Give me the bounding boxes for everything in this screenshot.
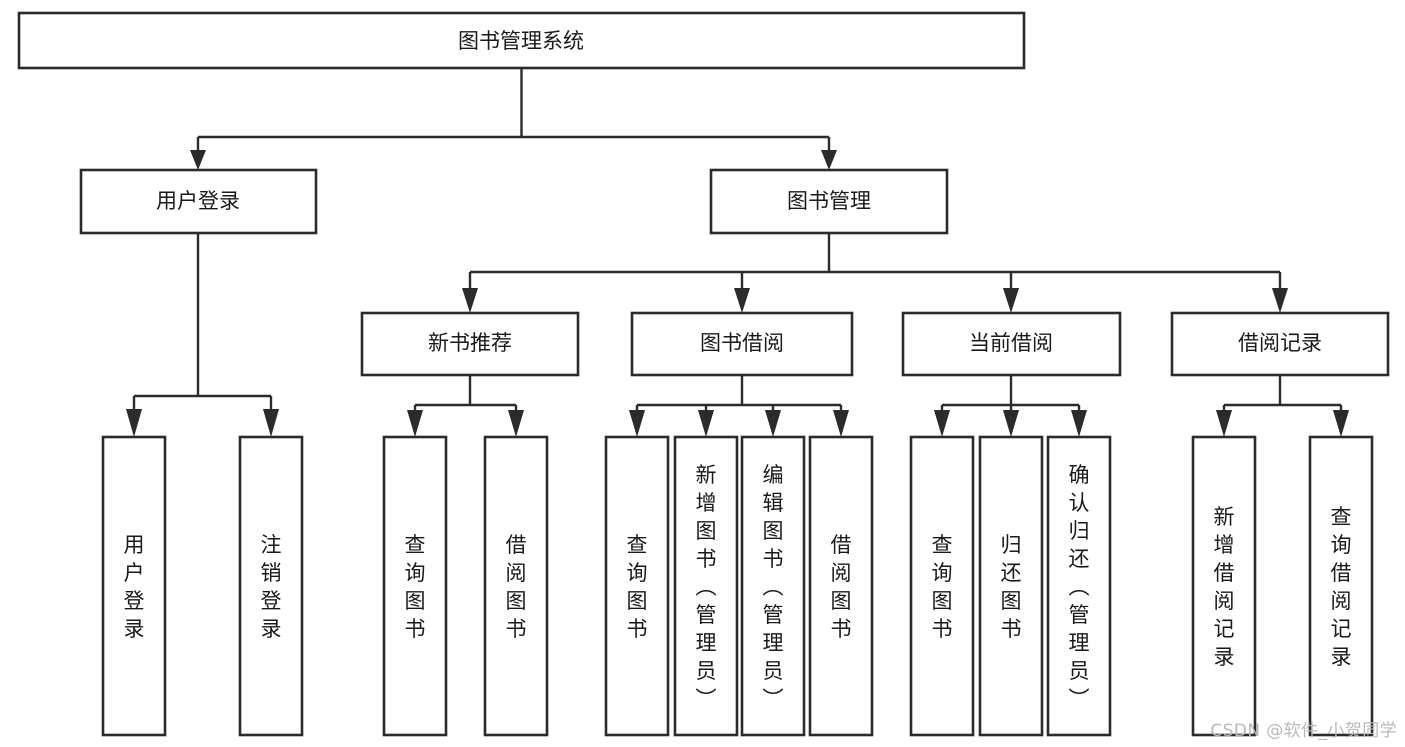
- leaf-node-current-confirm-return[interactable]: 确认归还︵管理员︶: [1046, 435, 1112, 737]
- arrow-head-user-login: [190, 150, 206, 170]
- csdn-watermark: CSDN @软件_小贺同学: [1210, 721, 1397, 741]
- leaf-node-borrow-edit-book-label: 编辑图书︵管理员︶: [763, 463, 784, 711]
- arrow-head-currentborrow-leaf-1: [934, 410, 950, 437]
- leaf-node-borrow-add-book-label: 新增图书︵管理员︶: [696, 463, 717, 711]
- leaf-node-record-add-label: 新增借阅记录: [1214, 505, 1235, 669]
- arrow-head-newbook-leaf-2: [508, 410, 524, 437]
- node-user-login-label: 用户登录: [156, 189, 240, 213]
- leaf-node-logout-box[interactable]: [238, 435, 304, 737]
- node-book-manage[interactable]: 图书管理: [709, 168, 949, 235]
- node-new-book-recommend-box[interactable]: [360, 311, 580, 377]
- leaf-node-borrow-edit-book-box[interactable]: [740, 435, 806, 737]
- leaf-node-borrow-borrow-book[interactable]: 借阅图书: [808, 435, 874, 737]
- leaf-node-record-query[interactable]: 查询借阅记录: [1308, 435, 1374, 737]
- node-new-book-recommend[interactable]: 新书推荐: [360, 311, 580, 377]
- node-user-login-box[interactable]: [79, 168, 318, 235]
- leaf-node-record-add-box[interactable]: [1191, 435, 1257, 737]
- node-new-book-recommend-label: 新书推荐: [428, 331, 512, 355]
- node-current-borrow[interactable]: 当前借阅: [901, 311, 1122, 377]
- leaf-node-logout-label: 注销登录: [261, 533, 282, 641]
- leaf-node-borrow-add-book-box[interactable]: [673, 435, 739, 737]
- arrow-head-borrowrecord-leaf-1: [1216, 410, 1232, 437]
- leaf-node-borrow-edit-book[interactable]: 编辑图书︵管理员︶: [740, 435, 806, 737]
- node-book-manage-box[interactable]: [709, 168, 949, 235]
- arrow-head-current-borrow: [1003, 288, 1019, 313]
- node-book-borrow-box[interactable]: [630, 311, 854, 377]
- leaf-node-current-query-book-label: 查询图书: [932, 533, 953, 641]
- node-borrow-record-label: 借阅记录: [1238, 331, 1322, 355]
- connector-layer: [126, 68, 1349, 437]
- leaf-node-current-return-book-box[interactable]: [978, 435, 1044, 737]
- arrow-head-currentborrow-leaf-2: [1003, 410, 1019, 437]
- leaf-node-newbook-borrow-book-label: 借阅图书: [506, 533, 527, 641]
- leaf-node-newbook-query-book[interactable]: 查询图书: [382, 435, 448, 737]
- node-root-system-box[interactable]: [17, 11, 1026, 70]
- leaf-node-current-return-book-label: 归还图书: [1001, 533, 1022, 641]
- leaf-node-current-query-book[interactable]: 查询图书: [909, 435, 975, 737]
- leaf-node-record-query-box[interactable]: [1308, 435, 1374, 737]
- node-current-borrow-label: 当前借阅: [969, 331, 1053, 355]
- leaf-node-newbook-borrow-book[interactable]: 借阅图书: [483, 435, 549, 737]
- leaf-node-logout[interactable]: 注销登录: [238, 435, 304, 737]
- arrow-head-bookborrow-leaf-2: [698, 410, 714, 437]
- arrow-head-newbook-leaf-1: [407, 410, 423, 437]
- arrow-head-currentborrow-leaf-3: [1071, 410, 1087, 437]
- arrow-head-leaf-logout: [263, 409, 279, 437]
- node-book-borrow[interactable]: 图书借阅: [630, 311, 854, 377]
- leaf-node-newbook-query-book-label: 查询图书: [405, 533, 426, 641]
- leaf-node-borrow-add-book[interactable]: 新增图书︵管理员︶: [673, 435, 739, 737]
- arrow-head-new-book-recommend: [462, 288, 478, 313]
- leaf-node-current-query-book-box[interactable]: [909, 435, 975, 737]
- leaf-node-newbook-borrow-book-box[interactable]: [483, 435, 549, 737]
- node-book-borrow-label: 图书借阅: [700, 331, 784, 355]
- node-borrow-record[interactable]: 借阅记录: [1170, 311, 1390, 377]
- leaf-node-borrow-query-book-box[interactable]: [604, 435, 670, 737]
- node-user-login[interactable]: 用户登录: [79, 168, 318, 235]
- node-root-system[interactable]: 图书管理系统: [17, 11, 1026, 70]
- arrow-head-book-manage: [821, 150, 837, 170]
- leaf-node-borrow-borrow-book-box[interactable]: [808, 435, 874, 737]
- leaf-node-current-confirm-return-box[interactable]: [1046, 435, 1112, 737]
- leaf-node-borrow-borrow-book-label: 借阅图书: [831, 533, 852, 641]
- leaf-node-borrow-query-book[interactable]: 查询图书: [604, 435, 670, 737]
- node-book-manage-label: 图书管理: [787, 189, 871, 213]
- arrow-head-bookborrow-leaf-3: [765, 410, 781, 437]
- leaf-node-current-return-book[interactable]: 归还图书: [978, 435, 1044, 737]
- arrow-head-leaf-user-login: [126, 409, 142, 437]
- leaf-node-newbook-query-book-box[interactable]: [382, 435, 448, 737]
- node-root-system-label: 图书管理系统: [458, 29, 584, 53]
- leaf-node-user-login-label: 用户登录: [124, 533, 145, 641]
- node-current-borrow-box[interactable]: [901, 311, 1122, 377]
- arrow-head-book-borrow: [734, 288, 750, 313]
- leaf-node-record-add[interactable]: 新增借阅记录: [1191, 435, 1257, 737]
- leaf-node-record-query-label: 查询借阅记录: [1331, 505, 1352, 669]
- arrow-head-borrowrecord-leaf-2: [1333, 410, 1349, 437]
- arrow-head-bookborrow-leaf-4: [833, 410, 849, 437]
- leaf-node-user-login-box[interactable]: [101, 435, 167, 737]
- arrow-head-bookborrow-leaf-1: [629, 410, 645, 437]
- leaf-node-user-login[interactable]: 用户登录: [101, 435, 167, 737]
- leaf-node-borrow-query-book-label: 查询图书: [627, 533, 648, 641]
- arrow-head-borrow-record: [1272, 288, 1288, 313]
- node-borrow-record-box[interactable]: [1170, 311, 1390, 377]
- leaf-node-current-confirm-return-label: 确认归还︵管理员︶: [1069, 463, 1090, 711]
